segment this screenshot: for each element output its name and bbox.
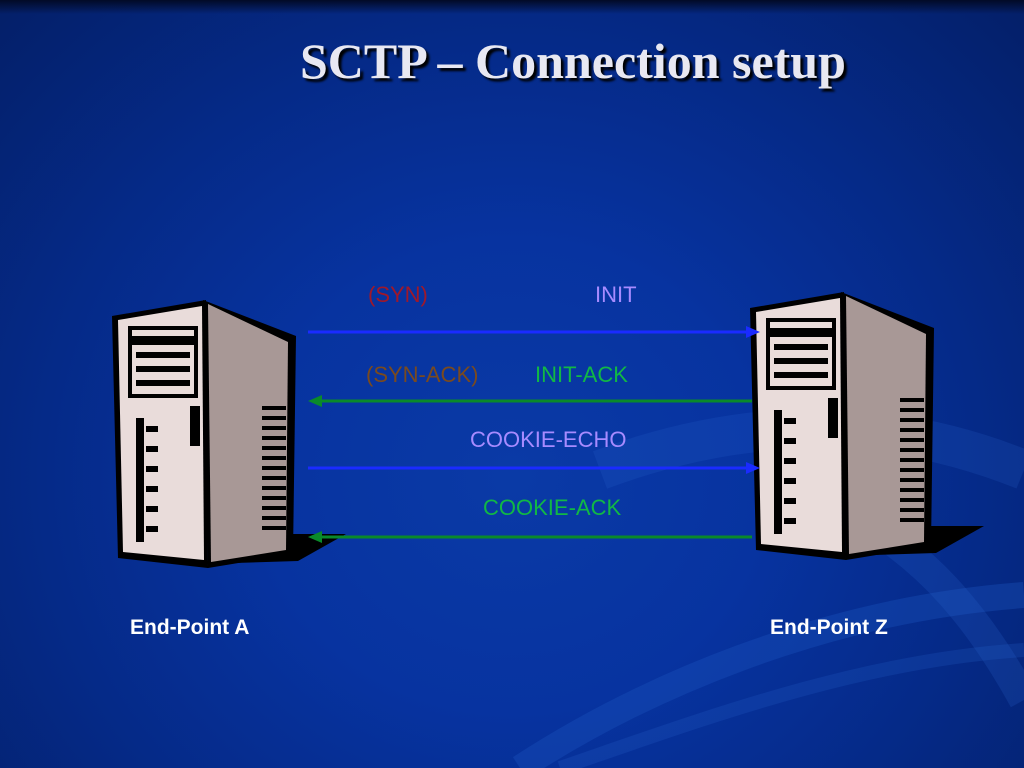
cookie-ack-label: COOKIE-ACK — [483, 495, 622, 520]
cookie-echo-arrow — [308, 462, 760, 474]
init-arrow — [308, 326, 760, 338]
init-ack-arrow — [308, 395, 752, 407]
cookie-ack-arrow — [308, 531, 752, 543]
syn-ack-label: (SYN-ACK) — [366, 362, 479, 387]
syn-label: (SYN) — [368, 282, 428, 307]
init-label: INIT — [595, 282, 637, 307]
cookie-echo-label: COOKIE-ECHO — [470, 427, 627, 452]
init-ack-label: INIT-ACK — [535, 362, 628, 387]
slide-title: SCTP – Connection setup — [300, 33, 846, 89]
server-a-icon — [112, 300, 346, 568]
top-shade — [0, 0, 1024, 14]
endpoint-a-label: End-Point A — [130, 616, 250, 639]
endpoint-z-label: End-Point Z — [770, 616, 888, 639]
server-z-icon — [750, 292, 984, 560]
